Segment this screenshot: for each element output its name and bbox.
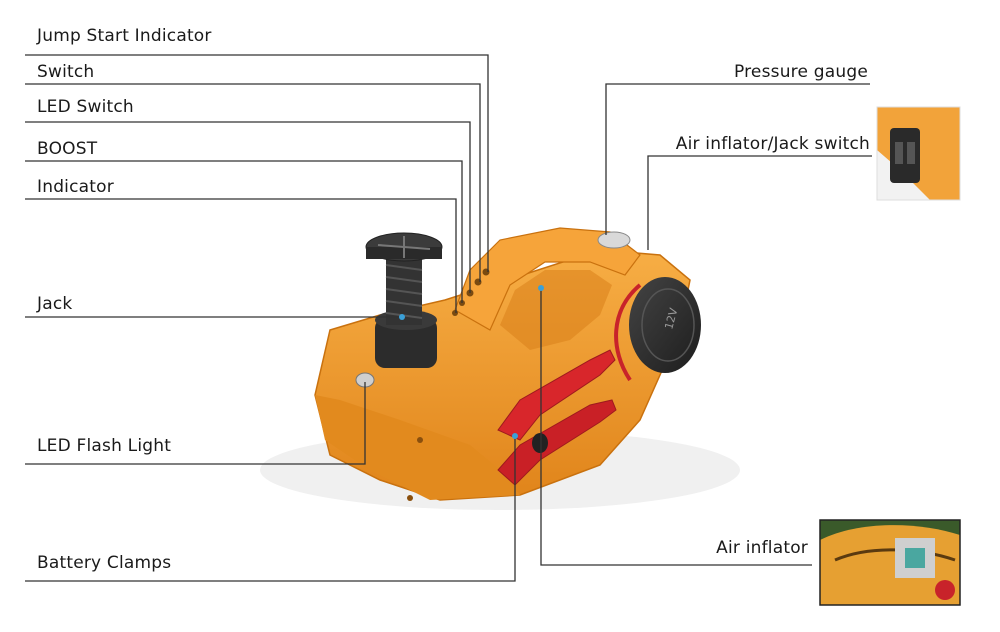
body-hole-2	[407, 495, 413, 501]
leader-boost	[25, 160, 463, 303]
leader-switch	[25, 83, 481, 282]
jack-base	[375, 318, 437, 368]
handle-opening	[500, 270, 612, 350]
leader-pressure-gauge	[605, 83, 870, 235]
leader-lines	[25, 54, 872, 582]
label-jump-start-indicator: Jump Start Indicator	[37, 26, 212, 46]
leader-led-switch	[25, 121, 471, 293]
leader-battery-clamps	[25, 436, 516, 582]
clamp-pivot	[532, 433, 548, 453]
indicator-dot	[452, 310, 458, 316]
red-clamp-upper	[497, 349, 616, 441]
leader-endpoints	[399, 285, 544, 439]
pressure-gauge-icon	[597, 231, 631, 249]
label-air-inflator-jack-switch: Air inflator/Jack switch	[675, 134, 870, 154]
body-hole-1	[417, 437, 423, 443]
inset-switch-photo	[876, 106, 961, 201]
leader-inflator-switch	[647, 155, 872, 250]
red-clamp-lower	[497, 399, 617, 486]
inset-red-knob	[935, 580, 955, 600]
leader-led-flash	[25, 382, 366, 465]
label-jack: Jack	[37, 294, 73, 314]
cap-text: 12V	[662, 306, 680, 331]
label-indicator: Indicator	[37, 177, 114, 197]
device-front-face	[315, 395, 520, 500]
red-cable	[614, 283, 642, 382]
leader-indicator	[25, 198, 457, 313]
label-pressure-gauge: Pressure gauge	[733, 62, 868, 82]
leader-air-inflator	[540, 288, 812, 566]
inset-inflator-photo	[819, 519, 961, 606]
label-battery-clamps: Battery Clamps	[37, 553, 172, 573]
leader-jump-start	[25, 54, 489, 272]
label-air-inflator: Air inflator	[716, 538, 808, 558]
label-led-flash-light: LED Flash Light	[37, 436, 172, 456]
side-cap	[629, 277, 701, 373]
label-boost: BOOST	[37, 139, 98, 159]
carry-handle	[454, 227, 641, 331]
label-led-switch: LED Switch	[37, 97, 134, 117]
side-cap-ring	[641, 288, 695, 362]
label-switch: Switch	[37, 62, 95, 82]
